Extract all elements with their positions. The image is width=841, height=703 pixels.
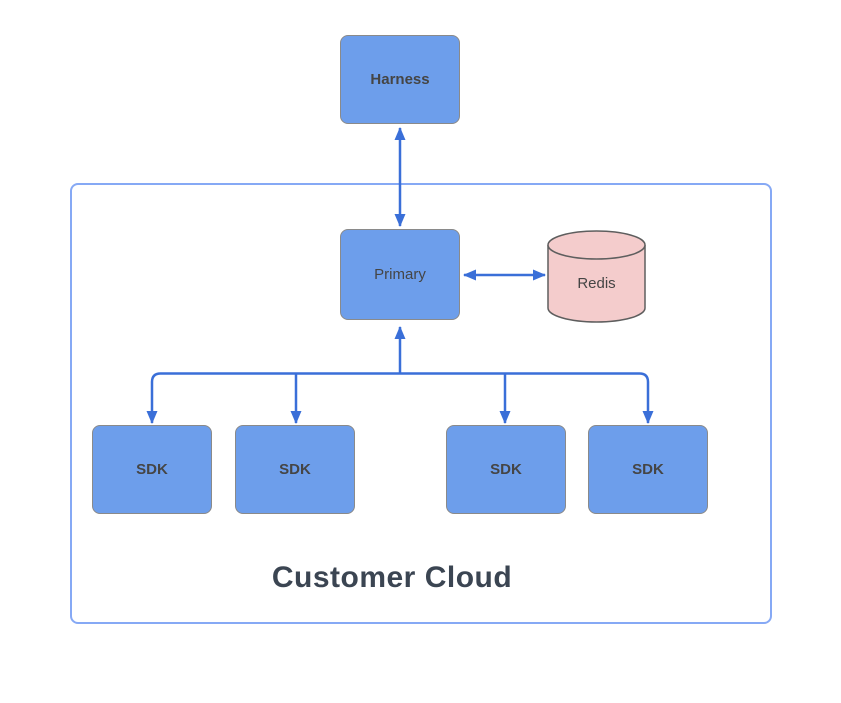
node-harness-label: Harness <box>370 71 430 88</box>
redis-cylinder-body <box>547 245 646 323</box>
node-sdk-1-label: SDK <box>136 461 168 478</box>
node-harness: Harness <box>340 35 460 124</box>
redis-cylinder-top <box>547 230 646 260</box>
node-primary-label: Primary <box>374 266 426 283</box>
redis-cylinder-shape <box>547 230 646 323</box>
node-sdk-2: SDK <box>235 425 355 514</box>
customer-cloud-label: Customer Cloud <box>271 561 513 594</box>
edge-bus-sdk1-sdk4 <box>146 372 654 424</box>
node-sdk-1: SDK <box>92 425 212 514</box>
node-sdk-3-label: SDK <box>490 461 522 478</box>
node-sdk-3: SDK <box>446 425 566 514</box>
node-sdk-4: SDK <box>588 425 708 514</box>
node-sdk-2-label: SDK <box>279 461 311 478</box>
node-primary: Primary <box>340 229 460 320</box>
node-sdk-4-label: SDK <box>632 461 664 478</box>
node-redis-label: Redis <box>577 274 616 292</box>
